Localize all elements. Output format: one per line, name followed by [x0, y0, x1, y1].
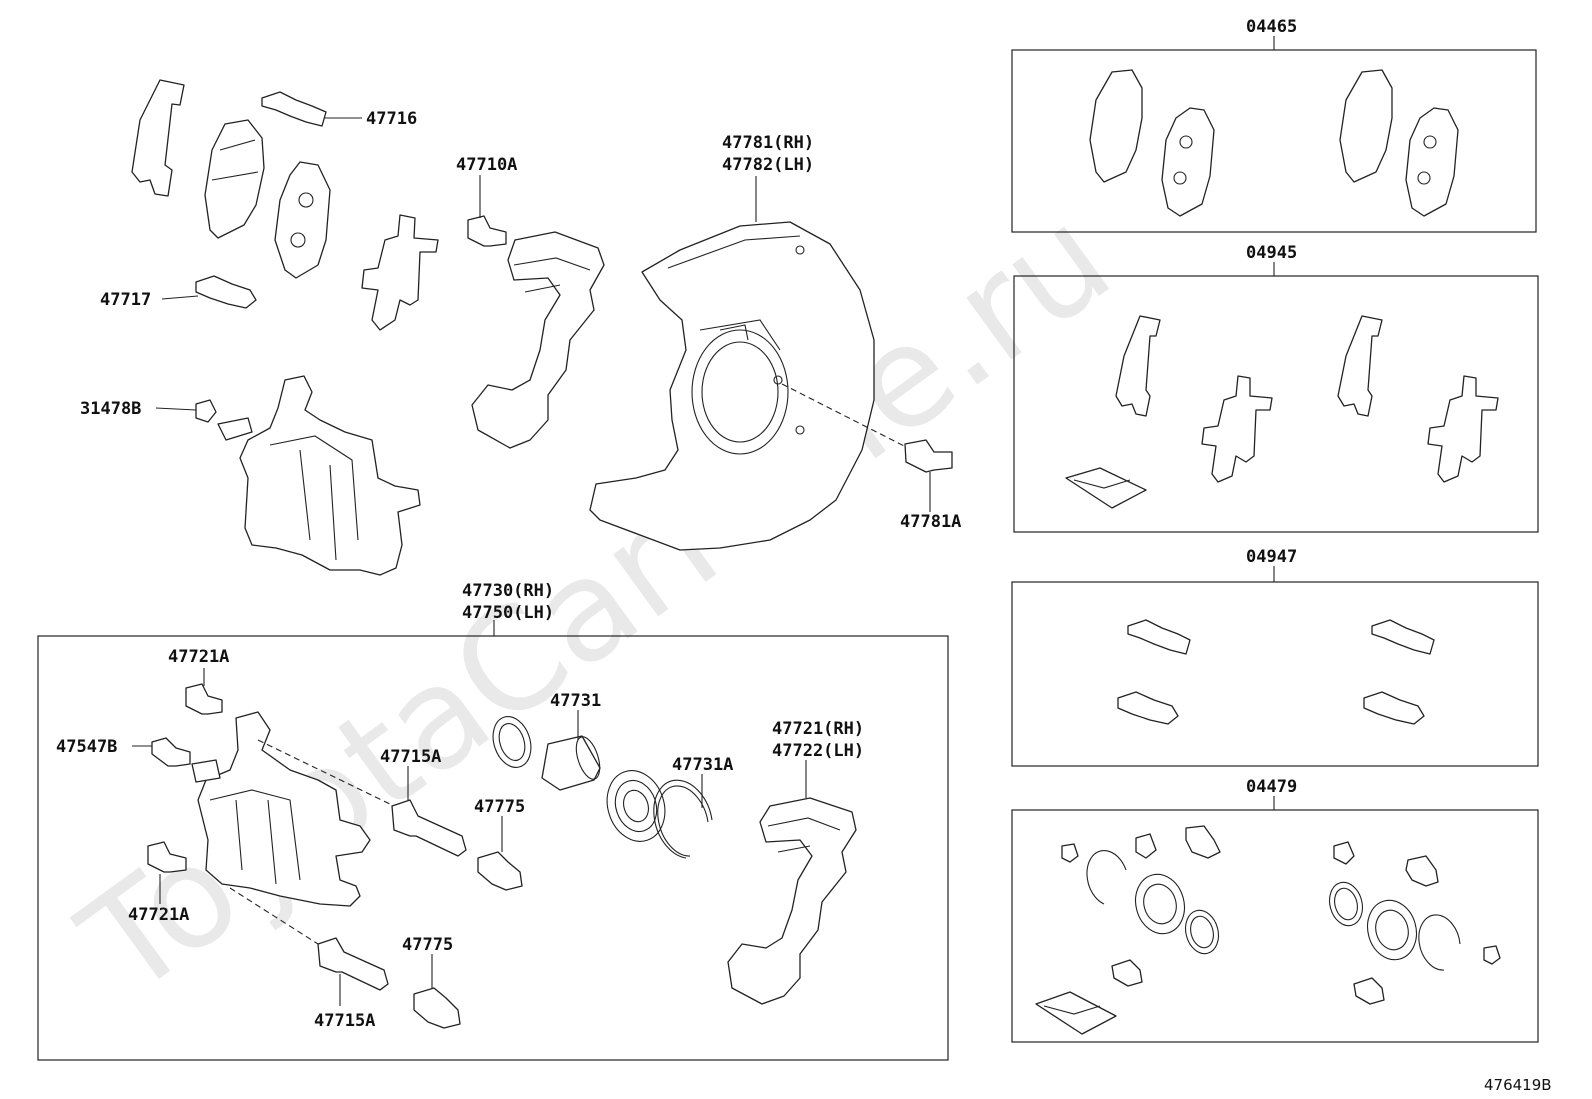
- label-kit-04945: 04945: [1246, 243, 1297, 263]
- bolt-47710A: [467, 215, 507, 247]
- label-47710A: 47710A: [456, 155, 517, 175]
- kit-04947-clips: [1117, 619, 1435, 725]
- pin-boot-47775-lower: [413, 987, 461, 1029]
- label-kit-04479: 04479: [1246, 777, 1297, 797]
- pad-shim-outer: [131, 79, 185, 197]
- kit-box-04945: [1013, 275, 1539, 533]
- kit-04465-pads: [1089, 69, 1459, 217]
- pin-path-upper: [257, 739, 395, 807]
- label-47730-rh: 47730(RH): [462, 581, 554, 601]
- kit-04479-seals: [1035, 825, 1501, 1035]
- cylinder-boot: [606, 770, 666, 842]
- label-47775-top: 47775: [474, 797, 525, 817]
- label-47781A: 47781A: [900, 512, 961, 532]
- label-47775-lower: 47775: [402, 935, 453, 955]
- piston-47731: [541, 735, 601, 791]
- label-47715A-lower: 47715A: [314, 1011, 375, 1031]
- brake-pad-inner: [204, 119, 265, 239]
- label-47721A-lower: 47721A: [128, 905, 189, 925]
- label-47750-lh: 47750(LH): [462, 603, 554, 623]
- slide-pin-47715A-lower: [317, 937, 389, 991]
- set-ring-47731A: [653, 779, 713, 859]
- clip-47717: [195, 275, 257, 309]
- kit-box-04465: [1011, 49, 1537, 233]
- label-47781-rh: 47781(RH): [722, 133, 814, 153]
- label-47731A: 47731A: [672, 755, 733, 775]
- leader-47717: [161, 295, 199, 300]
- piston-seal: [492, 716, 532, 768]
- bolt-47781A: [904, 439, 953, 473]
- bolt-47721A-top: [185, 683, 223, 715]
- label-47782-lh: 47782(LH): [722, 155, 814, 175]
- label-47721-rh: 47721(RH): [772, 719, 864, 739]
- label-47722-lh: 47722(LH): [772, 741, 864, 761]
- figure-code: 476419B: [1484, 1076, 1552, 1094]
- kit-04945-shims: [1065, 315, 1499, 509]
- watermark-text: ToyotaCarMine.ru: [53, 177, 1139, 1028]
- clip-47716: [261, 91, 327, 127]
- label-kit-04947: 04947: [1246, 547, 1297, 567]
- leader-31478B: [155, 407, 197, 411]
- pin-boot-47775-top: [477, 851, 523, 891]
- label-47721A-top: 47721A: [168, 647, 229, 667]
- bolt-47721A-lower: [147, 841, 187, 873]
- label-47717: 47717: [100, 290, 151, 310]
- anti-squeal-shim: [361, 214, 439, 331]
- disc-dust-cover: [589, 221, 875, 551]
- mounting-bracket-lower: [727, 797, 857, 1005]
- mounting-bracket-upper: [471, 231, 605, 449]
- pin-path-lower: [229, 887, 319, 945]
- caliper-assembly-box: [37, 635, 949, 1061]
- caliper-body-upper: [217, 375, 421, 576]
- label-47715A-top: 47715A: [380, 747, 441, 767]
- label-47716: 47716: [366, 109, 417, 129]
- kit-box-04479: [1011, 809, 1539, 1043]
- label-kit-04465: 04465: [1246, 17, 1297, 37]
- bleeder-cap-31478B: [195, 399, 217, 423]
- bolt-path-dust-cover: [781, 383, 913, 451]
- brake-pad-outer: [274, 161, 331, 279]
- label-47731: 47731: [550, 691, 601, 711]
- label-47547B: 47547B: [56, 737, 117, 757]
- bleeder-plug-47547B: [151, 737, 191, 767]
- kit-box-04947: [1011, 581, 1539, 767]
- label-31478B: 31478B: [80, 399, 141, 419]
- caliper-body-lower: [191, 711, 371, 907]
- slide-pin-47715A-top: [391, 799, 467, 857]
